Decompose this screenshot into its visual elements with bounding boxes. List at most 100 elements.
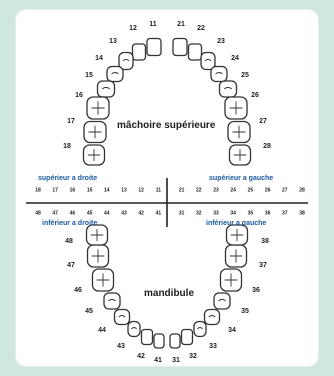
tooth-label-38: 38 [261,238,269,245]
upper-row-number-21: 21 [179,187,185,193]
lower-row-number-41: 41 [156,210,162,216]
tooth-34 [205,310,220,325]
tooth-48 [87,225,108,245]
tooth-label-24: 24 [231,55,239,62]
tooth-31 [170,334,180,348]
tooth-42 [142,330,153,345]
lower-row-number-38: 38 [299,210,305,216]
upper-row-number-28: 28 [299,187,305,193]
tooth-33 [194,322,206,337]
tooth-label-46: 46 [74,287,82,294]
lower-row-number-47: 47 [52,210,58,216]
tooth-38 [227,225,248,245]
tooth-label-36: 36 [252,287,260,294]
lower-row-number-32: 32 [196,210,202,216]
upper-row-number-26: 26 [265,187,271,193]
dental-chart-card: 11 12 13 14 15 16 17 18 21 22 23 24 25 26 27 28 41 42 43 44… [16,10,318,366]
upper-row-number-27: 27 [282,187,288,193]
tooth-21 [173,39,187,56]
tooth-label-33: 33 [209,343,217,350]
tooth-26 [225,97,247,119]
tooth-label-21: 21 [177,21,185,28]
tooth-45 [104,293,120,309]
tooth-47 [88,245,109,267]
lower-row-number-37: 37 [282,210,288,216]
upper-row-number-12: 12 [138,187,144,193]
tooth-label-34: 34 [228,327,236,334]
tooth-15 [98,81,115,97]
tooth-label-11: 11 [149,21,157,28]
tooth-label-44: 44 [98,327,106,334]
upper-row-number-11: 11 [156,187,162,193]
lower-row-number-44: 44 [104,210,110,216]
upper-row-number-23: 23 [213,187,219,193]
lower-row-number-48: 48 [35,210,41,216]
tooth-43 [128,322,140,337]
tooth-28 [230,145,251,165]
quadrant-lower-right-label: inférieur a droite [42,220,97,227]
tooth-22 [189,44,202,60]
tooth-11 [147,39,161,56]
tooth-27 [228,122,250,143]
upper-row-number-18: 18 [35,187,41,193]
tooth-label-28: 28 [263,143,271,150]
tooth-label-12: 12 [129,25,137,32]
tooth-18 [84,145,105,165]
tooth-label-26: 26 [251,92,259,99]
dental-chart-svg: 11 12 13 14 15 16 17 18 21 22 23 24 25 26 27 28 41 42 43 44… [16,10,318,366]
tooth-number-rows: 1817161514131211212223242526272848474645… [35,187,305,216]
tooth-label-45: 45 [85,308,93,315]
tooth-25 [220,81,237,97]
tooth-label-37: 37 [259,262,267,269]
tooth-17 [84,122,106,143]
tooth-label-18: 18 [63,143,71,150]
quadrant-upper-left-label: supérieur a gauche [209,175,273,182]
tooth-12 [133,44,146,60]
tooth-label-43: 43 [117,343,125,350]
quadrant-upper-right-label: supérieur a droite [38,175,97,182]
tooth-36 [221,269,242,291]
upper-row-number-14: 14 [104,187,110,193]
lower-row-number-45: 45 [87,210,93,216]
upper-row-number-24: 24 [230,187,236,193]
tooth-label-13: 13 [109,38,117,45]
tooth-24 [211,67,227,82]
lower-row-number-33: 33 [213,210,219,216]
tooth-label-14: 14 [95,55,103,62]
tooth-label-42: 42 [137,353,145,360]
tooth-label-35: 35 [241,308,249,315]
tooth-16 [87,97,109,119]
lower-row-number-43: 43 [121,210,127,216]
tooth-41 [154,334,164,348]
upper-row-number-22: 22 [196,187,202,193]
tooth-35 [214,293,230,309]
upper-row-number-13: 13 [121,187,127,193]
tooth-37 [226,245,247,267]
tooth-label-25: 25 [241,72,249,79]
tooth-14 [107,67,123,82]
tooth-label-48: 48 [65,238,73,245]
lower-row-number-36: 36 [265,210,271,216]
lower-row-number-46: 46 [70,210,76,216]
lower-row-number-31: 31 [179,210,185,216]
upper-row-number-16: 16 [70,187,76,193]
tooth-label-47: 47 [67,262,75,269]
tooth-44 [115,310,130,325]
tooth-label-32: 32 [189,353,197,360]
quadrant-lower-left-label: inférieur a gauche [206,220,266,227]
lower-row-number-42: 42 [138,210,144,216]
tooth-32 [182,330,193,345]
lower-row-number-34: 34 [230,210,236,216]
lower-jaw-label: mandibule [144,288,194,299]
tooth-label-15: 15 [85,72,93,79]
tooth-label-17: 17 [67,118,75,125]
tooth-label-41: 41 [154,357,162,364]
lower-row-number-35: 35 [248,210,254,216]
upper-row-number-15: 15 [87,187,93,193]
tooth-label-27: 27 [259,118,267,125]
tooth-label-31: 31 [172,357,180,364]
tooth-label-16: 16 [75,92,83,99]
tooth-label-23: 23 [217,38,225,45]
tooth-label-22: 22 [197,25,205,32]
upper-jaw-label: mâchoire supérieure [117,120,215,131]
